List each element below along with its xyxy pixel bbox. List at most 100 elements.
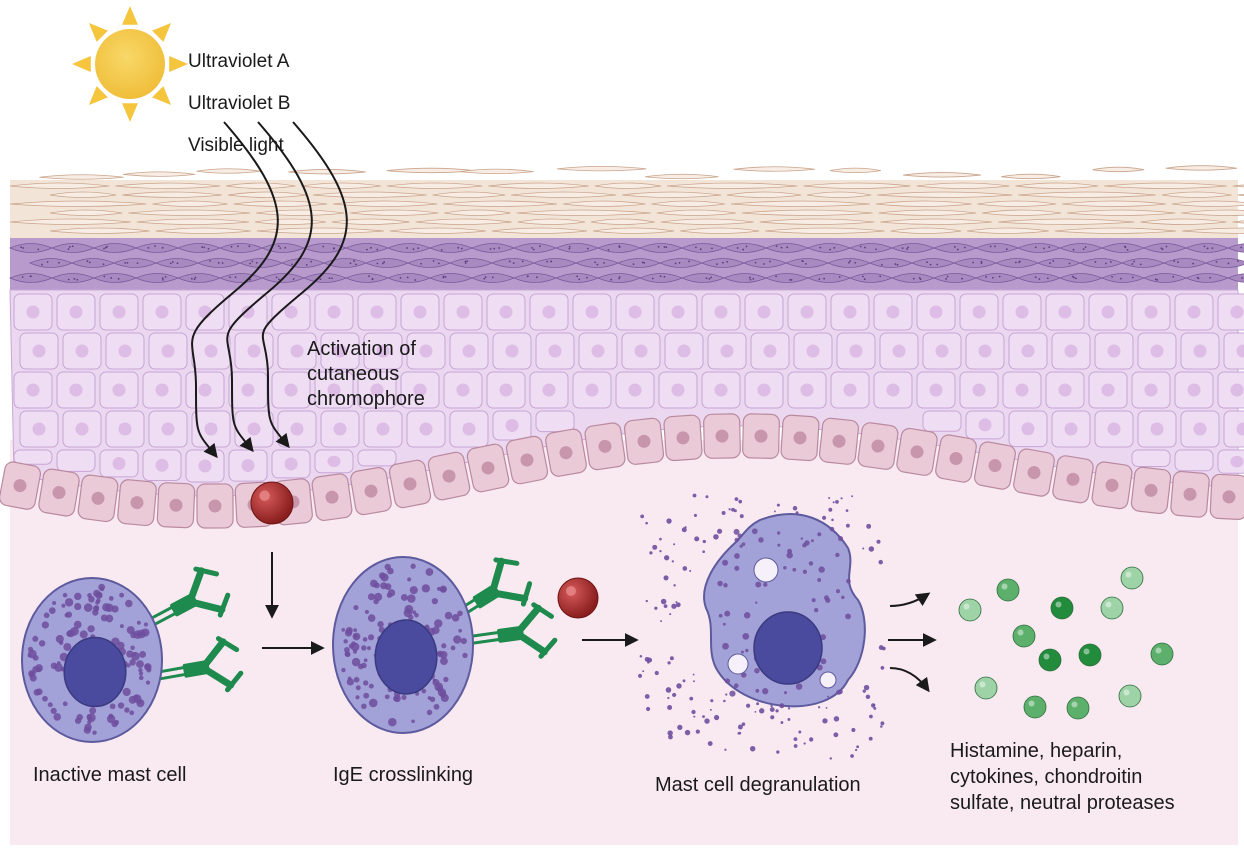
- keratohyalin-granule: [278, 278, 280, 281]
- released-granule: [862, 547, 865, 550]
- keratin-flake: [877, 191, 1013, 198]
- granule: [368, 698, 378, 708]
- cell-nucleus: [155, 305, 169, 319]
- released-granule: [677, 724, 683, 731]
- granule: [73, 620, 82, 629]
- granule: [441, 643, 447, 649]
- keratin-flake: [982, 209, 1062, 216]
- released-granule: [660, 598, 667, 605]
- released-granule: [676, 683, 682, 689]
- basal-cell: [818, 417, 860, 465]
- cell-nucleus: [75, 422, 89, 436]
- keratin-flake: [651, 200, 726, 207]
- keratohyalin-granule: [209, 260, 211, 262]
- cell-nucleus: [1187, 305, 1201, 319]
- keratohyalin-granule: [894, 263, 897, 265]
- granule: [139, 651, 147, 658]
- cell-nucleus: [1066, 472, 1080, 486]
- keratohyalin-granule: [67, 278, 70, 281]
- granule: [740, 650, 744, 654]
- keratohyalin-granule: [22, 247, 25, 249]
- cell-nucleus: [247, 344, 261, 358]
- keratin-flake: [254, 218, 326, 225]
- basal-cell: [780, 414, 820, 462]
- cell-nucleus: [585, 383, 599, 397]
- released-granule: [705, 495, 709, 499]
- cell-nucleus: [892, 344, 906, 358]
- released-granule: [798, 730, 802, 734]
- keratohyalin-granule: [332, 247, 335, 250]
- keratohyalin-granule: [1126, 248, 1129, 251]
- keratin-flake: [875, 200, 972, 207]
- granule: [460, 637, 467, 645]
- cell-nucleus: [241, 305, 255, 319]
- keratohyalin-granule: [71, 245, 74, 248]
- uva-label: Ultraviolet A: [188, 51, 290, 72]
- keratohyalin-granule: [1005, 248, 1008, 251]
- cell-nucleus: [1101, 305, 1115, 319]
- cell-nucleus: [75, 344, 89, 358]
- keratohyalin-granule: [1111, 276, 1113, 278]
- released-granule: [880, 721, 885, 726]
- keratin-flake: [1062, 200, 1166, 207]
- keratohyalin-granule: [945, 278, 947, 280]
- keratin-flake: [333, 200, 438, 207]
- keratohyalin-granule: [998, 275, 1001, 278]
- granule: [407, 594, 416, 603]
- keratohyalin-granule: [1094, 261, 1097, 263]
- granule: [129, 659, 136, 666]
- keratohyalin-granule: [1173, 260, 1176, 262]
- basal-cell: [896, 427, 938, 476]
- cell-nucleus: [1027, 466, 1041, 480]
- cell-nucleus: [413, 383, 427, 397]
- released-granule: [835, 499, 839, 504]
- spinous-cell: [56, 449, 96, 472]
- keratohyalin-granule: [67, 248, 70, 251]
- keratohyalin-granule: [1075, 277, 1077, 280]
- granule: [89, 707, 97, 715]
- keratin-flake: [49, 209, 123, 216]
- granule: [754, 667, 760, 674]
- keratohyalin-granule: [1124, 246, 1127, 249]
- keratohyalin-granule: [754, 261, 757, 264]
- granule: [717, 580, 723, 587]
- keratohyalin-granule: [790, 279, 793, 281]
- cell-nucleus: [1105, 478, 1119, 492]
- granule: [743, 611, 751, 619]
- keratohyalin-granule: [104, 246, 107, 249]
- granule: [811, 598, 816, 603]
- keratohyalin-granule: [284, 246, 287, 249]
- cell-nucleus: [634, 344, 648, 358]
- basal-cell: [38, 468, 80, 517]
- spinous-cell: [1131, 449, 1171, 468]
- released-granule: [671, 560, 674, 563]
- keratohyalin-granule: [789, 279, 791, 281]
- cell-nucleus: [935, 344, 949, 358]
- released-granule: [694, 536, 700, 542]
- keratin-flake: [765, 227, 885, 234]
- keratohyalin-granule: [849, 260, 851, 262]
- keratohyalin-granule: [1046, 277, 1049, 280]
- released-granule: [664, 555, 670, 561]
- cell-nucleus: [26, 383, 40, 397]
- chromophore-antigen: [250, 481, 294, 525]
- sun-icon: [72, 6, 188, 122]
- keratohyalin-granule: [484, 276, 487, 279]
- cell-nucleus: [832, 434, 846, 448]
- cell-nucleus: [1222, 490, 1236, 504]
- basal-cell: [196, 483, 234, 529]
- keratohyalin-granule: [1071, 275, 1074, 278]
- released-granule: [776, 750, 780, 754]
- cell-nucleus: [198, 305, 212, 319]
- keratin-flake: [460, 168, 534, 174]
- keratohyalin-granule: [665, 246, 668, 249]
- keratin-flake: [1232, 220, 1244, 224]
- cell-nucleus: [161, 344, 175, 358]
- light-ray-arrow: [226, 121, 313, 453]
- cell-nucleus: [456, 305, 470, 319]
- basal-cell: [0, 461, 42, 510]
- granule: [384, 583, 392, 591]
- keratin-flake: [9, 200, 147, 207]
- granule: [718, 613, 723, 618]
- keratohyalin-granule: [310, 260, 313, 263]
